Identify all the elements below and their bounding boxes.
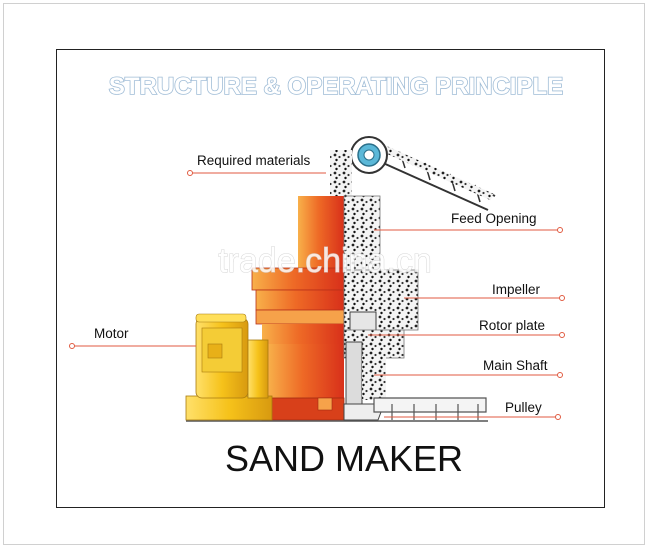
motor bbox=[185, 313, 273, 421]
diagram-frame bbox=[56, 49, 605, 508]
material-stream bbox=[330, 150, 352, 198]
label-impeller: Impeller bbox=[492, 282, 541, 297]
watermark: trade.china.cn bbox=[218, 242, 432, 280]
label-motor: Motor bbox=[94, 326, 129, 341]
label-pulley: Pulley bbox=[505, 400, 542, 415]
base-frame bbox=[186, 397, 488, 422]
diagram-caption: SAND MAKER bbox=[225, 438, 463, 479]
conveyor-belt bbox=[369, 139, 496, 211]
leader-lines bbox=[69, 170, 565, 420]
crusher-cutaway bbox=[343, 195, 419, 421]
label-required-materials: Required materials bbox=[197, 153, 311, 168]
outer-frame bbox=[3, 3, 645, 545]
label-feed-opening: Feed Opening bbox=[451, 211, 537, 226]
diagram-title: STRUCTURE & OPERATING PRINCIPLE bbox=[109, 73, 563, 100]
label-rotor-plate: Rotor plate bbox=[479, 318, 545, 333]
head-pulley bbox=[350, 136, 388, 174]
label-main-shaft: Main Shaft bbox=[483, 358, 548, 373]
